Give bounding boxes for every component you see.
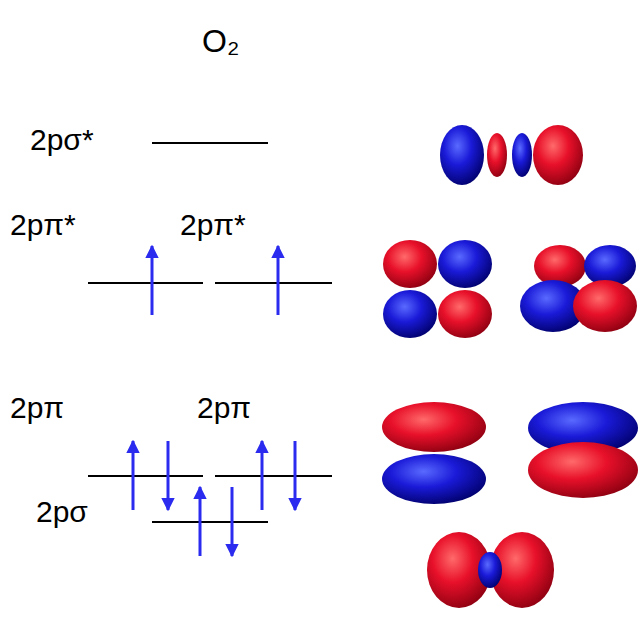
orbital-label: 2pπ* (10, 207, 76, 243)
pi-orbital (382, 402, 486, 504)
orbital-label: 2pπ (10, 390, 64, 426)
pi-orbital (528, 402, 638, 498)
molecule-title: O₂ (202, 22, 239, 60)
sigma-orbital (427, 532, 554, 608)
orbital-label: 2pπ (197, 390, 251, 426)
energy-levels (88, 143, 332, 522)
pi-star-orbital (520, 245, 637, 332)
orbital-label: 2pσ* (30, 122, 94, 158)
orbital-label: 2pσ (36, 494, 88, 530)
orbital-label: 2pπ* (180, 207, 246, 243)
pi-star-orbital (383, 240, 492, 338)
sigma-star-orbital (440, 125, 583, 185)
electron-arrows (133, 246, 295, 556)
